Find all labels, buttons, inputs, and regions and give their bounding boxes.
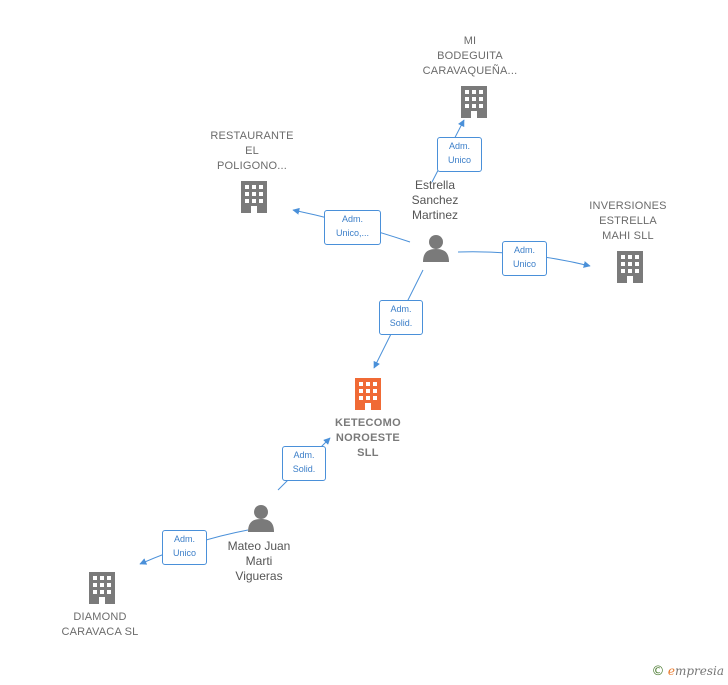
building-icon[interactable] — [461, 86, 487, 118]
copyright-notice: © empresia — [651, 664, 724, 679]
brand-logo-initial: e — [667, 664, 675, 678]
brand-logo-text: mpresia — [674, 664, 724, 678]
building-icon[interactable] — [355, 378, 381, 410]
person-icon[interactable] — [248, 505, 274, 532]
edge-label-diamond[interactable]: Adm. Unico — [162, 530, 207, 565]
building-icon[interactable] — [617, 251, 643, 283]
copyright-symbol: © — [651, 664, 665, 679]
person-icon[interactable] — [423, 235, 449, 262]
company-label-restaurante[interactable]: RESTAURANTE EL POLIGONO... — [210, 130, 294, 172]
person-label-estrella[interactable]: Estrella Sanchez Martinez — [411, 178, 459, 222]
person-label-mateo[interactable]: Mateo Juan Marti Vigueras — [227, 539, 291, 583]
company-label-ketecomo[interactable]: KETECOMO NOROESTE SLL — [335, 417, 401, 459]
edge-label-mi-bodeguita[interactable]: Adm. Unico — [437, 137, 482, 172]
company-label-inversiones[interactable]: INVERSIONES ESTRELLA MAHI SLL — [589, 200, 667, 242]
building-icon[interactable] — [241, 181, 267, 213]
edge-label-restaurante[interactable]: Adm. Unico,... — [324, 210, 381, 245]
building-icon[interactable] — [89, 572, 115, 604]
edge-label-estrella-ketecomo[interactable]: Adm. Solid. — [379, 300, 423, 335]
edge-label-inversiones[interactable]: Adm. Unico — [502, 241, 547, 276]
edge-label-mateo-ketecomo[interactable]: Adm. Solid. — [282, 446, 326, 481]
company-label-mi-bodeguita[interactable]: MI BODEGUITA CARAVAQUEÑA... — [422, 35, 518, 77]
company-label-diamond[interactable]: DIAMOND CARAVACA SL — [61, 611, 139, 638]
